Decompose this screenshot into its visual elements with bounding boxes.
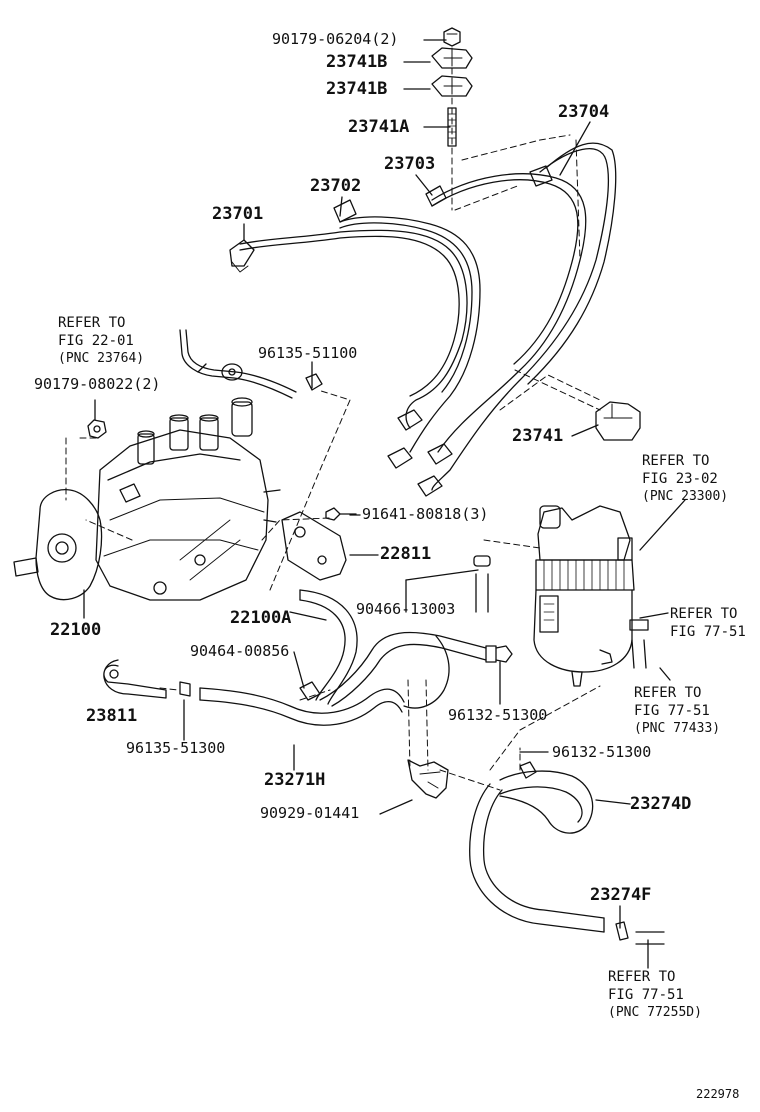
reference-heading: REFER TO (642, 453, 710, 469)
reference-pnc: (PNC 23300) (642, 489, 729, 504)
part-label-22100: 22100 (50, 620, 102, 640)
reference-heading: REFER TO (634, 685, 702, 701)
reference-figure: FIG 22-01 (58, 333, 134, 349)
clamp-23741 (595, 401, 641, 441)
figure-id: 222978 (696, 1087, 740, 1101)
injection-pump (13, 397, 281, 601)
reference-note-fig-77-51-c: REFER TO FIG 77-51 (PNC 77255D) (608, 968, 702, 1022)
reference-heading: REFER TO (608, 969, 676, 985)
reference-figure: FIG 77-51 (608, 987, 684, 1003)
leader-lines (83, 39, 686, 969)
part-label-96135-51300: 96135-51300 (126, 739, 226, 757)
part-label-23741a: 23741A (348, 117, 410, 137)
part-label-90466-13003: 90466-13003 (356, 600, 456, 618)
reference-note-fig-22-01: REFER TO FIG 22-01 (PNC 23764) (58, 314, 144, 368)
reference-heading: REFER TO (670, 606, 738, 622)
part-label-23271h: 23271H (264, 770, 326, 790)
reference-note-fig-23-02: REFER TO FIG 23-02 (PNC 23300) (642, 452, 728, 506)
part-label-23274d: 23274D (630, 794, 692, 814)
reference-note-fig-77-51-b: REFER TO FIG 77-51 (PNC 77433) (634, 684, 720, 738)
part-label-23701: 23701 (212, 204, 264, 224)
part-label-96132-51300-lower: 96132-51300 (552, 743, 652, 761)
reference-figure: FIG 77-51 (670, 624, 746, 640)
part-label-23702: 23702 (310, 176, 362, 196)
fuel-filter (533, 505, 635, 687)
reference-figure: FIG 23-02 (642, 471, 718, 487)
top-hardware (431, 27, 473, 147)
reference-heading: REFER TO (58, 315, 126, 331)
part-label-90464-00856: 90464-00856 (190, 642, 290, 660)
part-label-23741: 23741 (512, 426, 564, 446)
part-label-23274f: 23274F (590, 885, 652, 905)
reference-pnc: (PNC 77433) (634, 721, 721, 736)
injection-pipes (229, 142, 617, 497)
part-label-96132-51300-upper: 96132-51300 (448, 706, 548, 724)
part-label-23741b-upper: 23741B (326, 52, 388, 72)
bracket-assembly (281, 507, 357, 581)
assembly-guides (65, 47, 601, 791)
part-label-96135-51100: 96135-51100 (258, 344, 358, 362)
reference-note-fig-77-51-a: REFER TO FIG 77-51 (670, 605, 746, 641)
part-label-23741b-lower: 23741B (326, 79, 388, 99)
return-pipe-top (179, 329, 323, 399)
part-label-90179-08022: 90179-08022(2) (34, 375, 161, 393)
fuel-hoses (103, 555, 665, 945)
part-label-22811: 22811 (380, 544, 432, 564)
part-label-23703: 23703 (384, 154, 436, 174)
reference-pnc: (PNC 23764) (58, 351, 145, 366)
part-label-91641-80818: 91641-80818(3) (362, 505, 489, 523)
reference-figure: FIG 77-51 (634, 703, 710, 719)
part-label-23811: 23811 (86, 706, 138, 726)
pump-nut (87, 419, 107, 439)
part-label-23704: 23704 (558, 102, 610, 122)
part-label-22100a: 22100A (230, 608, 292, 628)
part-label-90179-06204: 90179-06204(2) (272, 30, 399, 48)
reference-pnc: (PNC 77255D) (608, 1005, 702, 1020)
part-label-90929-01441: 90929-01441 (260, 804, 360, 822)
